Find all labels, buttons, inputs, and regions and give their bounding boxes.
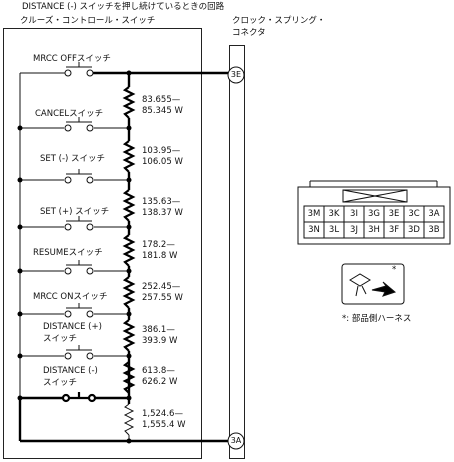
switch-label-mrcc-off: MRCC OFFスイッチ [33,54,111,64]
harness-asterisk: * [392,265,397,275]
terminal-3a-label: 3A [230,436,242,445]
switch-label-distance-minus-1: DISTANCE (-) [43,366,98,376]
pin-3h: 3H [368,225,380,235]
resistor-value-1: 83.655—85.345 W [142,95,183,116]
harness-note: *: 部品側ハーネス [342,314,412,324]
resistor-value-6: 386.1—393.9 W [142,325,178,346]
pin-3e: 3E [388,209,400,219]
clock-spring-label-2: コネクタ [232,28,266,38]
switch-label-set-minus: SET (-) スイッチ [40,154,106,164]
pin-3l: 3L [328,225,340,235]
switch-label-distance-plus-1: DISTANCE (+) [43,322,102,332]
pin-3a: 3A [428,209,440,219]
pin-3g: 3G [368,209,380,219]
switch-label-mrcc-on: MRCC ONスイッチ [33,292,108,302]
pin-3d: 3D [408,225,420,235]
pin-3k: 3K [328,209,340,219]
resistor-value-2: 103.95—106.05 W [142,146,183,167]
resistor-value-5: 252.45—257.55 W [142,282,183,303]
resistor-value-4: 178.2—181.8 W [142,240,178,261]
pin-3j: 3J [350,225,358,235]
pin-3m: 3M [307,209,321,219]
resistor-value-3: 135.63—138.37 W [142,197,183,218]
cruise-switch-label: クルーズ・コントロール・スイッチ [20,16,156,26]
pin-3b: 3B [428,225,440,235]
switch-label-distance-plus-2: スイッチ [43,334,78,344]
diagram-title: DISTANCE (-) スイッチを押し続けているときの回路 [22,2,225,12]
switch-label-distance-minus-2: スイッチ [43,378,78,388]
resistor-value-8: 1,524.6—1,555.4 W [142,409,186,430]
switch-label-set-plus: SET (+) スイッチ [40,207,110,217]
terminal-3e-label: 3E [230,70,242,79]
clock-spring-connector-box [229,45,245,459]
clock-spring-label-1: クロック・スプリング・ [232,16,326,26]
switch-label-resume: RESUMEスイッチ [33,248,103,258]
switch-label-cancel: CANCELスイッチ [35,109,104,119]
pin-3c: 3C [408,209,420,219]
cruise-control-switch-box [3,28,202,459]
resistor-value-7: 613.8—626.2 W [142,366,178,387]
pin-3f: 3F [388,225,400,235]
pin-3n: 3N [308,225,320,235]
pin-3i: 3I [350,209,358,219]
